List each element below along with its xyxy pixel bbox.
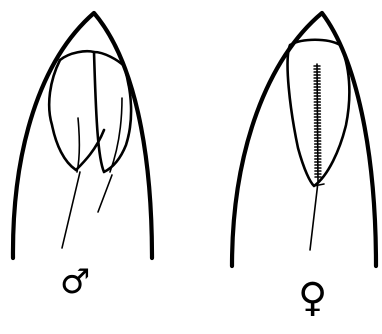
male-left-lobe-top <box>60 51 94 60</box>
female-tail-mark <box>310 182 324 250</box>
male-right-lobe <box>94 52 131 172</box>
male-left-midrib <box>77 118 79 172</box>
female-tip-outline <box>232 13 376 266</box>
male-left-stalk <box>62 172 80 248</box>
male-tip-panel <box>13 13 152 258</box>
male-right-stalk <box>98 175 112 212</box>
female-tip-panel <box>232 13 376 266</box>
male-symbol: ♂ <box>60 265 90 299</box>
female-symbol: ♀ <box>298 278 327 318</box>
male-tip-outline <box>13 13 152 258</box>
